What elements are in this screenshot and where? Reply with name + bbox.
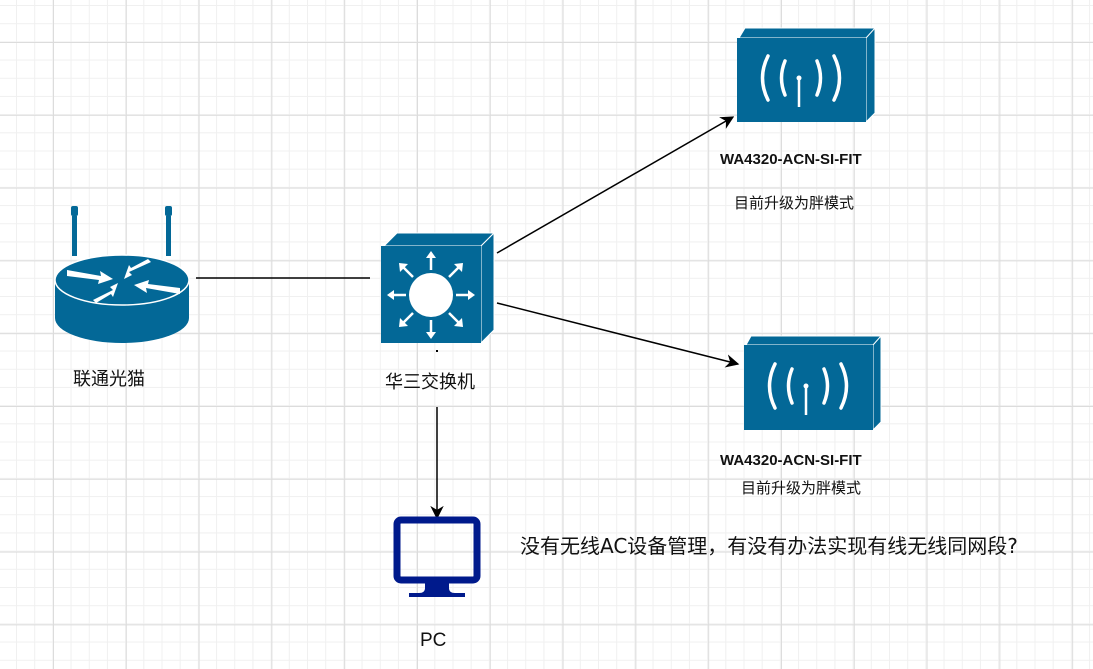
- monitor-icon[interactable]: [393, 516, 481, 597]
- ap1-note-label: 目前升级为胖模式: [734, 194, 855, 212]
- question-text: 没有无线AC设备管理，有没有办法实现有线无线同网段?: [520, 534, 1018, 558]
- wireless-ap-icon[interactable]: [744, 334, 883, 432]
- ap2-model-label: WA4320-ACN-SI-FIT: [720, 452, 862, 469]
- ap1-model-label: WA4320-ACN-SI-FIT: [720, 151, 862, 168]
- ap2-note-label: 目前升级为胖模式: [741, 479, 862, 497]
- switch-label: 华三交换机: [385, 372, 475, 393]
- modem-label: 联通光猫: [73, 369, 145, 390]
- edge-switch-ap2[interactable]: [496, 302, 740, 368]
- router-icon[interactable]: [54, 206, 190, 343]
- wireless-ap-icon[interactable]: [737, 26, 877, 124]
- edge-switch-ap1[interactable]: [496, 116, 735, 254]
- l3-switch-icon[interactable]: [381, 231, 496, 352]
- pc-label: PC: [420, 630, 447, 651]
